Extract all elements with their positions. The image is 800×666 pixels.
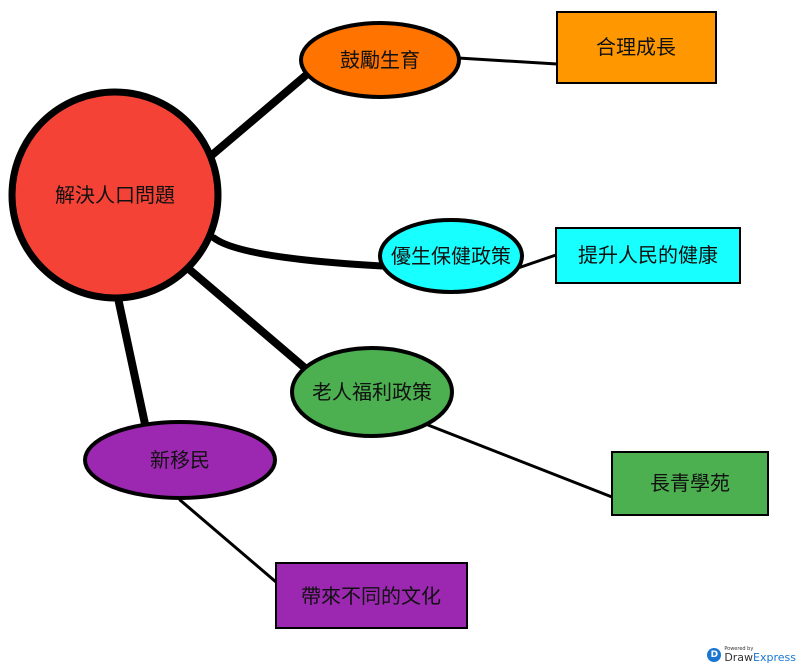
child-node-1[interactable]: 合理成長 — [556, 11, 717, 84]
branch-node-2[interactable]: 優生保健政策 — [378, 218, 524, 294]
child-label: 長青學苑 — [650, 471, 730, 495]
connector-center-branch3 — [186, 266, 309, 372]
child-node-2[interactable]: 提升人民的健康 — [555, 227, 741, 284]
branch-label: 新移民 — [150, 448, 210, 472]
branch-label: 優生保健政策 — [391, 244, 511, 268]
branch-node-1[interactable]: 鼓勵生育 — [299, 21, 461, 99]
drawexpress-logo-icon: D — [707, 648, 722, 662]
center-label: 解決人口問題 — [55, 183, 175, 207]
connector-branch2-child — [516, 253, 558, 270]
child-label: 合理成長 — [596, 35, 676, 59]
branch-label: 老人福利政策 — [312, 380, 432, 404]
connector-branch4-child — [178, 498, 278, 584]
connector-branch1-child — [456, 56, 559, 66]
child-node-3[interactable]: 長青學苑 — [611, 451, 769, 516]
child-label: 帶來不同的文化 — [301, 584, 441, 608]
brand-part-a: Draw — [724, 651, 754, 664]
brand-name: DrawExpress — [724, 652, 796, 663]
center-node[interactable]: 解決人口問題 — [8, 88, 222, 302]
child-node-4[interactable]: 帶來不同的文化 — [275, 562, 468, 629]
drawexpress-watermark: D Powered by DrawExpress — [707, 647, 796, 663]
brand-part-b: Express — [753, 651, 796, 664]
child-label: 提升人民的健康 — [578, 243, 718, 267]
branch-node-3[interactable]: 老人福利政策 — [290, 346, 454, 438]
connector-center-branch2 — [210, 234, 386, 270]
branch-label: 鼓勵生育 — [340, 48, 420, 72]
connector-center-branch4 — [114, 294, 149, 428]
powered-by-text: Powered by — [724, 646, 754, 652]
connector-center-branch1 — [208, 72, 309, 159]
connector-branch3-child — [426, 423, 614, 499]
branch-node-4[interactable]: 新移民 — [83, 420, 277, 500]
